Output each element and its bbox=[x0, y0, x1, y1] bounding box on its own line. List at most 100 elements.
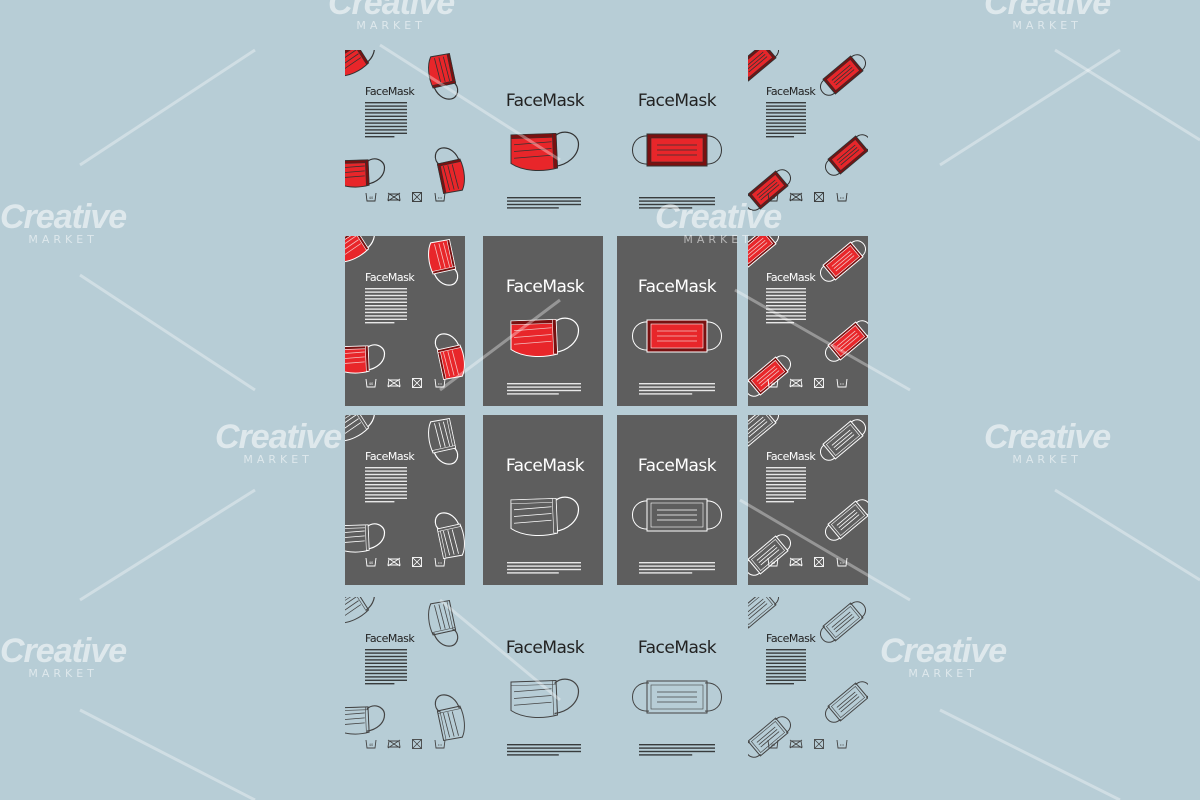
facemask-title: FaceMask bbox=[766, 85, 816, 98]
mask-icon bbox=[428, 52, 459, 100]
watermark-line bbox=[939, 708, 1121, 800]
mask-3d-icon bbox=[510, 131, 580, 172]
description-text bbox=[766, 467, 806, 503]
card-flat-mask: FaceMask bbox=[632, 638, 722, 756]
card-flat-mask: FaceMask bbox=[632, 91, 722, 209]
hand-wash-icon bbox=[434, 192, 446, 202]
watermark-line bbox=[79, 48, 256, 167]
mask-flat-icon bbox=[748, 236, 779, 269]
mask-flat-icon bbox=[820, 601, 866, 643]
no-dry-clean-icon bbox=[814, 557, 824, 567]
mask-flat-icon bbox=[632, 319, 722, 353]
mask-icon bbox=[345, 523, 386, 553]
facemask-title: FaceMask bbox=[506, 91, 585, 111]
no-tumble-dry-icon bbox=[789, 192, 803, 202]
card-3d-mask: FaceMask bbox=[506, 91, 585, 209]
care-icons: 40 bbox=[365, 378, 446, 388]
mask-icon bbox=[434, 694, 465, 742]
no-tumble-dry-icon bbox=[387, 739, 401, 749]
mask-icon bbox=[428, 417, 459, 465]
facemask-title: FaceMask bbox=[365, 632, 415, 645]
mask-flat-icon bbox=[632, 680, 722, 714]
mask-icon bbox=[345, 597, 375, 624]
facemask-title: FaceMask bbox=[766, 450, 816, 463]
mask-icon bbox=[434, 333, 465, 381]
description-text bbox=[507, 383, 581, 395]
hand-wash-icon bbox=[836, 739, 848, 749]
care-icon-label: 40 bbox=[771, 196, 775, 200]
mask-flat-icon bbox=[825, 134, 868, 176]
description-text bbox=[365, 649, 407, 685]
mask-icon bbox=[428, 599, 459, 647]
description-text bbox=[766, 649, 806, 685]
care-icon-label: 40 bbox=[771, 743, 775, 747]
no-dry-clean-icon bbox=[814, 192, 824, 202]
mask-icon bbox=[345, 158, 386, 188]
no-tumble-dry-icon bbox=[387, 378, 401, 388]
hand-wash-icon bbox=[434, 739, 446, 749]
card-scattered-masks: FaceMask 40 bbox=[345, 415, 465, 585]
mask-3d-icon bbox=[510, 496, 580, 537]
mask-flat-icon bbox=[820, 54, 866, 96]
no-dry-clean-icon bbox=[412, 378, 422, 388]
facemask-title: FaceMask bbox=[365, 450, 415, 463]
mask-flat-icon bbox=[748, 355, 791, 397]
facemask-title: FaceMask bbox=[638, 638, 717, 658]
mask-flat-icon bbox=[820, 240, 866, 282]
wash-40-icon: 40 bbox=[365, 739, 377, 749]
watermark-line bbox=[379, 43, 561, 162]
mask-flat-icon bbox=[748, 50, 779, 83]
facemask-title: FaceMask bbox=[365, 85, 415, 98]
facemask-title: FaceMask bbox=[638, 91, 717, 111]
card-3d-mask: FaceMask bbox=[506, 638, 585, 756]
description-text bbox=[639, 197, 715, 209]
mask-icon bbox=[428, 238, 459, 286]
hand-wash-icon bbox=[434, 378, 446, 388]
care-icons: 40 bbox=[365, 739, 446, 749]
mask-flat-icon bbox=[748, 597, 779, 630]
no-dry-clean-icon bbox=[412, 192, 422, 202]
watermark-line bbox=[1054, 48, 1200, 142]
no-tumble-dry-icon bbox=[789, 557, 803, 567]
card-diagonal-masks: FaceMask 40 bbox=[748, 50, 868, 211]
description-text bbox=[507, 197, 581, 209]
watermark-line bbox=[939, 48, 1121, 167]
facemask-title: FaceMask bbox=[506, 638, 585, 658]
care-icon-label: 40 bbox=[369, 561, 373, 565]
watermark-line bbox=[739, 498, 911, 602]
care-icons: 40 bbox=[365, 192, 446, 202]
description-text bbox=[365, 467, 407, 503]
card-3d-mask: FaceMask bbox=[483, 415, 603, 585]
no-dry-clean-icon bbox=[412, 557, 422, 567]
hand-wash-icon bbox=[836, 557, 848, 567]
hand-wash-icon bbox=[836, 378, 848, 388]
mask-flat-icon bbox=[820, 419, 866, 461]
mask-flat-icon bbox=[825, 499, 868, 541]
facemask-title: FaceMask bbox=[766, 632, 816, 645]
care-icons: 40 bbox=[767, 378, 848, 388]
mask-icon bbox=[434, 512, 465, 560]
card-flat-mask: FaceMask bbox=[617, 236, 737, 406]
no-dry-clean-icon bbox=[814, 739, 824, 749]
card-flat-mask: FaceMask bbox=[617, 415, 737, 585]
no-tumble-dry-icon bbox=[387, 557, 401, 567]
card-scattered-masks: FaceMask 40 bbox=[345, 50, 465, 202]
care-icon-label: 40 bbox=[369, 382, 373, 386]
mask-icon bbox=[345, 344, 386, 374]
care-icon-label: 40 bbox=[369, 196, 373, 200]
description-text bbox=[639, 562, 715, 574]
description-text bbox=[639, 383, 715, 395]
mask-icon bbox=[345, 50, 375, 77]
description-text bbox=[365, 102, 407, 138]
care-icon-label: 40 bbox=[771, 382, 775, 386]
mask-icon bbox=[345, 705, 386, 735]
card-scattered-masks: FaceMask 40 bbox=[345, 597, 465, 749]
care-icon-label: 40 bbox=[771, 561, 775, 565]
watermark-line bbox=[439, 598, 561, 702]
card-diagonal-masks: FaceMask 40 bbox=[748, 415, 868, 585]
mask-flat-icon bbox=[748, 415, 779, 448]
hand-wash-icon bbox=[434, 557, 446, 567]
